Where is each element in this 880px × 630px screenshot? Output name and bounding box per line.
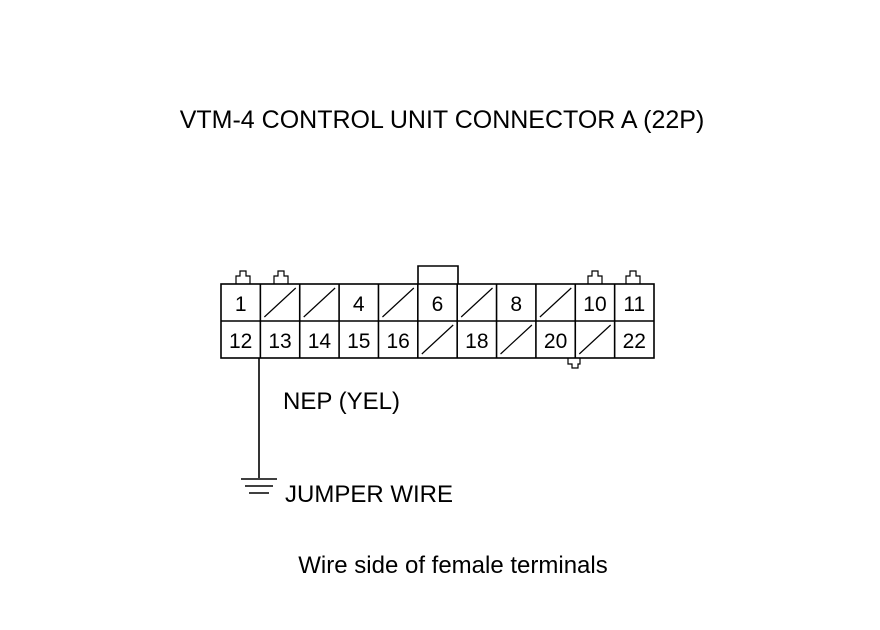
terminal-15: 15 [347, 330, 370, 353]
terminal-20: 20 [544, 330, 567, 353]
terminal-8: 8 [510, 293, 522, 316]
terminal-16: 16 [386, 330, 409, 353]
terminal-11: 11 [623, 293, 645, 316]
connector-body [220, 265, 655, 369]
empty-cavity-mark [303, 287, 336, 318]
empty-cavity-mark [263, 287, 297, 318]
jumper-wire-label: JUMPER WIRE [285, 481, 453, 508]
terminal-12: 12 [229, 330, 252, 353]
view-caption: Wire side of female terminals [298, 552, 607, 579]
terminal-18: 18 [465, 330, 488, 353]
terminal-13: 13 [268, 330, 291, 353]
empty-cavity-mark [421, 324, 454, 355]
terminal-4: 4 [353, 293, 365, 316]
ground-icon [241, 478, 277, 494]
terminal-14: 14 [308, 330, 332, 353]
empty-cavity-mark [382, 287, 415, 318]
empty-cavity-mark [500, 324, 533, 355]
terminal-6: 6 [432, 293, 444, 316]
empty-cavity-mark [578, 324, 612, 355]
empty-cavity-mark [460, 287, 493, 318]
diagram-title: VTM-4 CONTROL UNIT CONNECTOR A (22P) [180, 106, 705, 134]
nep-label: NEP (YEL) [283, 388, 400, 415]
terminal-22: 22 [623, 330, 646, 353]
terminal-10: 10 [583, 293, 606, 316]
empty-cavity-mark [539, 287, 572, 318]
terminal-1: 1 [235, 293, 247, 316]
